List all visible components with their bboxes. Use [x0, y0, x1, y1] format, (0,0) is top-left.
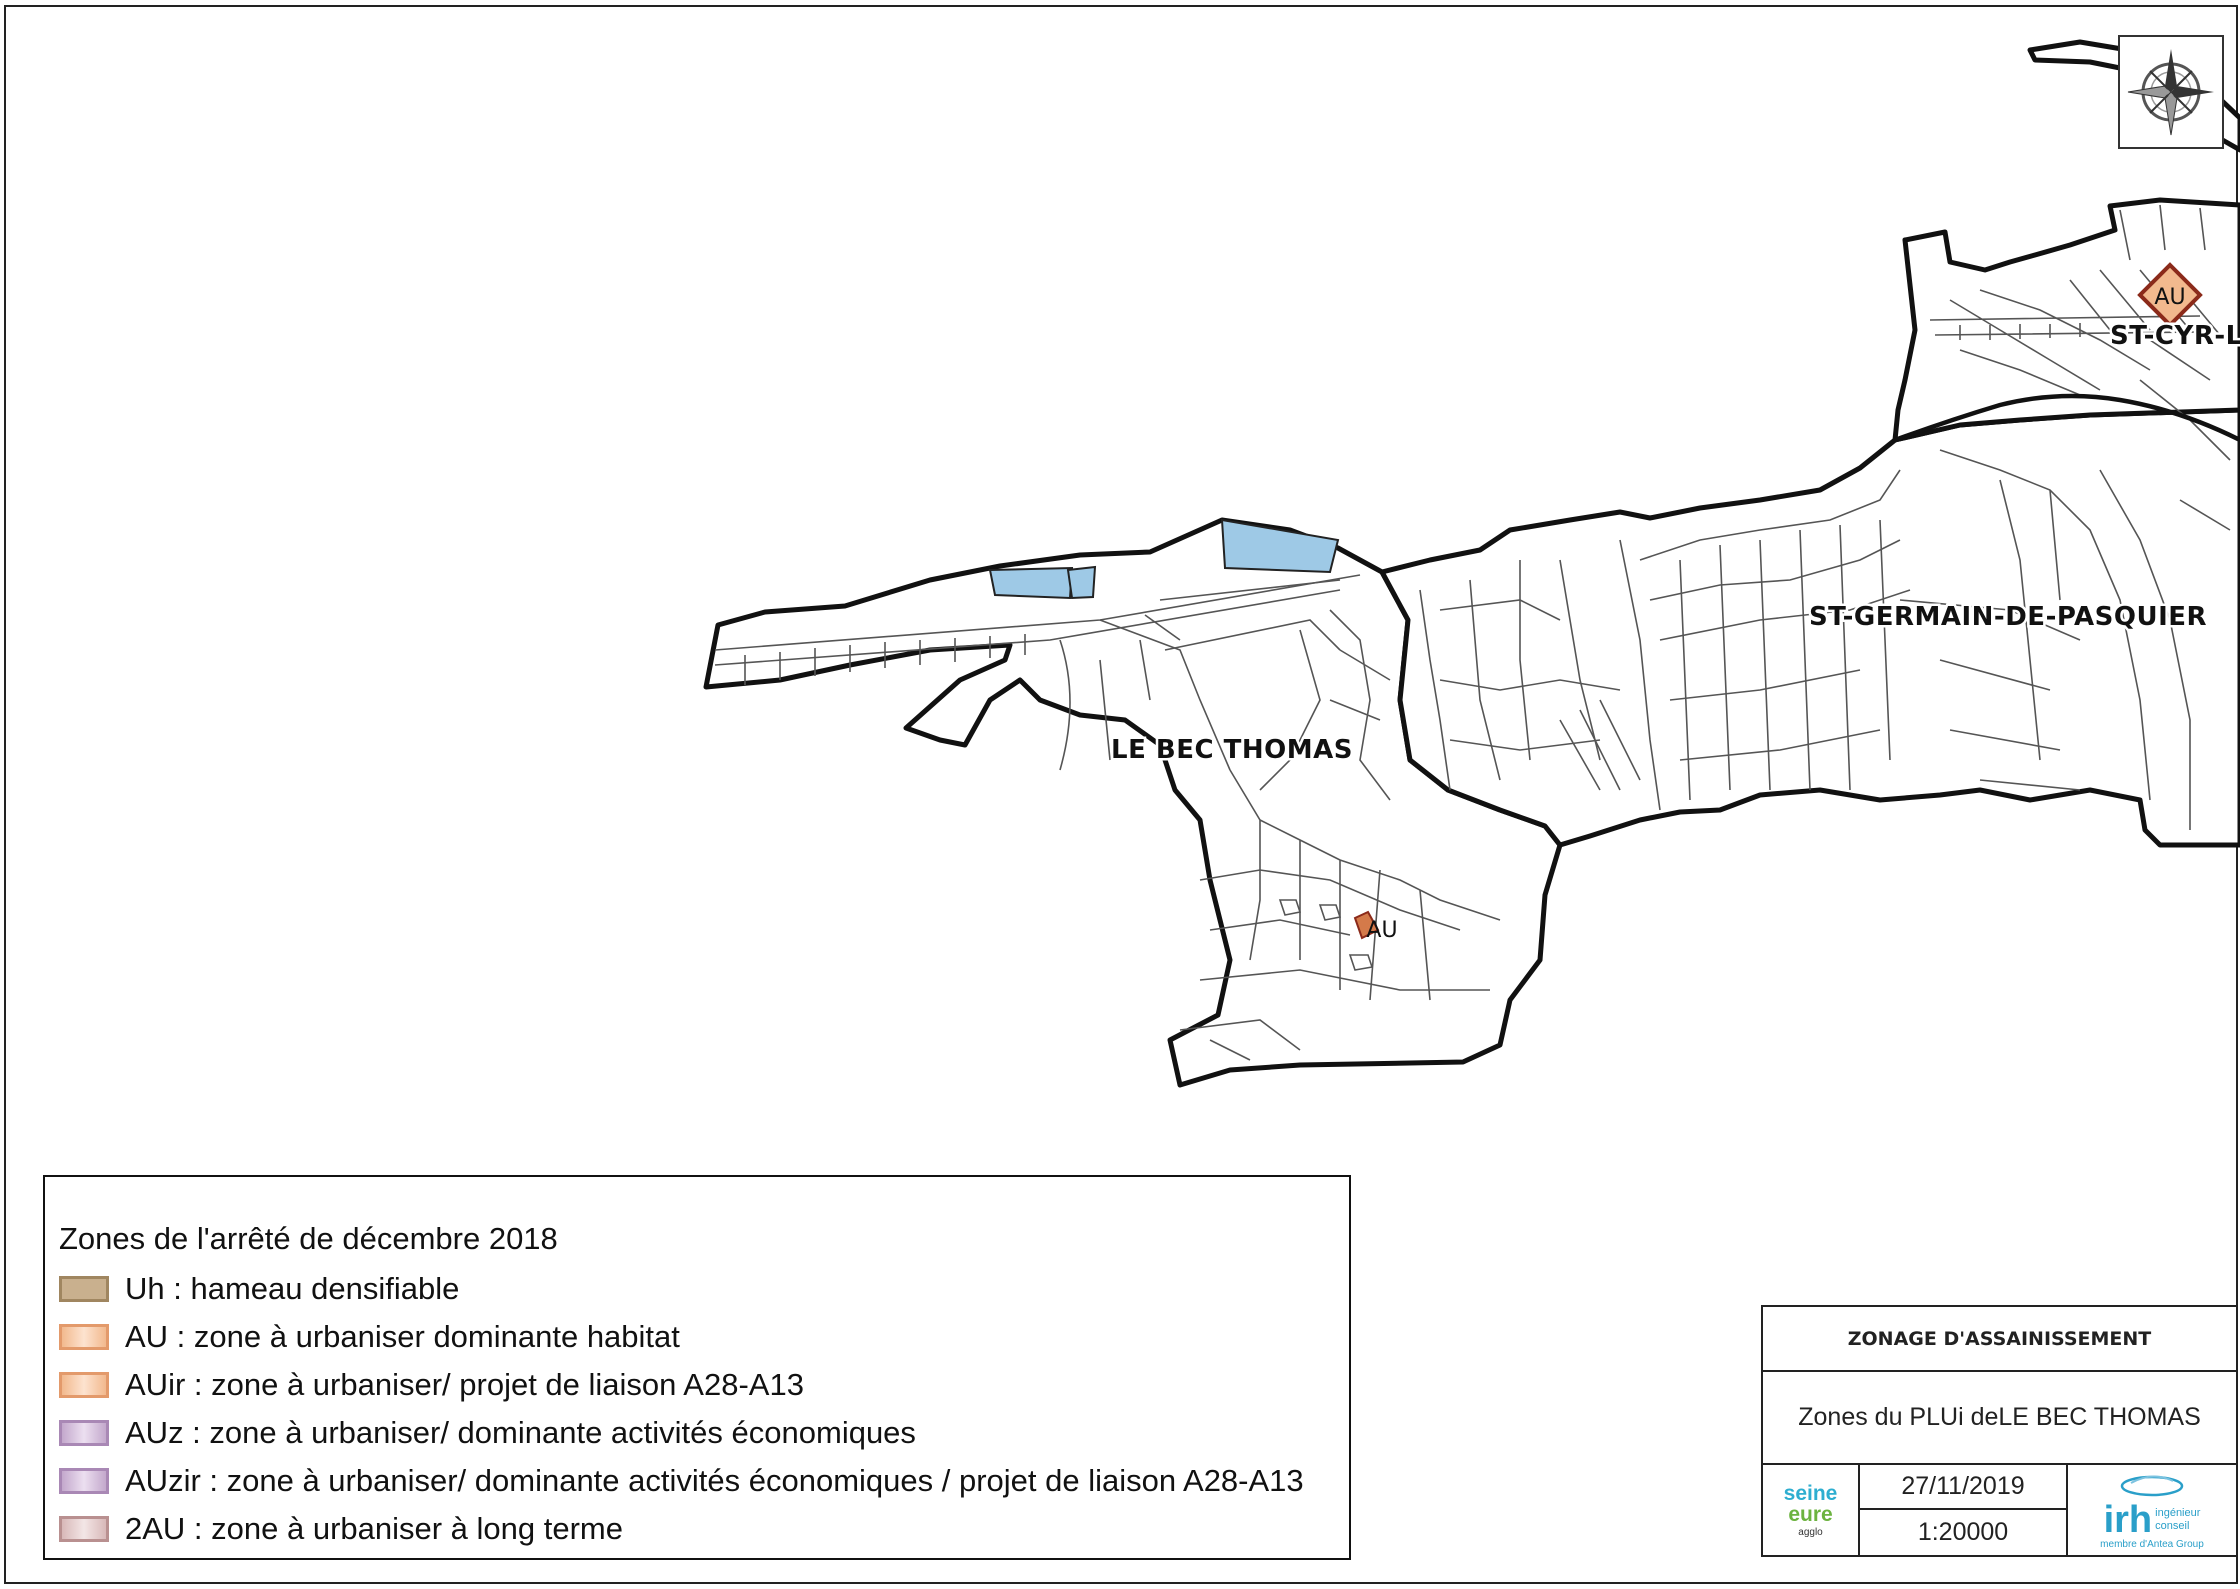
map-date: 27/11/2019 — [1858, 1465, 2068, 1510]
legend-swatch-uh — [59, 1276, 109, 1302]
zone-tag-au-north: AU — [2154, 285, 2185, 310]
irh-logo: irh ingénieur conseil membre d'Antea Gro… — [2068, 1465, 2236, 1555]
water-body-east — [1220, 518, 1340, 574]
legend-item-au: AU : zone à urbaniser dominante habitat — [59, 1317, 680, 1357]
zone-marker-au-north[interactable]: AU — [2137, 262, 2203, 328]
place-label-st-germain: ST-GERMAIN-DE-PASQUIER — [1809, 602, 2207, 632]
parcel-lines — [714, 204, 2231, 1061]
legend-swatch-2au — [59, 1516, 109, 1542]
legend-swatch-auzir — [59, 1468, 109, 1494]
legend-item-auzir: AUzir : zone à urbaniser/ dominante acti… — [59, 1461, 1304, 1501]
commune-st-germain — [1379, 407, 2240, 848]
legend-item-auir: AUir : zone à urbaniser/ projet de liais… — [59, 1365, 804, 1405]
water-body-west-small — [1066, 565, 1097, 600]
legend-item-uh: Uh : hameau densifiable — [59, 1269, 459, 1309]
map-scale: 1:20000 — [1858, 1510, 2068, 1555]
legend-item-2au: 2AU : zone à urbaniser à long terme — [59, 1509, 623, 1549]
map-legend: Zones de l'arrêté de décembre 2018 Uh : … — [43, 1175, 1351, 1560]
legend-swatch-auz — [59, 1420, 109, 1446]
legend-item-auz: AUz : zone à urbaniser/ dominante activi… — [59, 1413, 916, 1453]
seine-eure-logo: seine eure agglo — [1783, 1481, 1838, 1538]
place-label-st-cyr: ST-CYR-L — [2110, 321, 2240, 351]
commune-boundaries — [703, 39, 2240, 1088]
water-bodies — [988, 518, 1340, 600]
legend-title: Zones de l'arrêté de décembre 2018 — [59, 1221, 558, 1256]
irh-swirl-icon — [2120, 1475, 2184, 1496]
title-block: ZONAGE D'ASSAINISSEMENT Zones du PLUi de… — [1761, 1305, 2238, 1557]
commune-st-cyr — [1892, 197, 2240, 443]
section-boundary-line — [1894, 393, 2240, 443]
zone-tag-au-south: AU — [1366, 918, 1397, 943]
north-arrow — [2118, 35, 2224, 149]
legend-swatch-auir — [59, 1372, 109, 1398]
compass-rose-icon — [2127, 49, 2214, 136]
legend-swatch-au — [59, 1324, 109, 1350]
zone-marker-au-south[interactable]: AU — [1353, 910, 1398, 943]
place-label-le-bec-thomas: LE BEC THOMAS — [1111, 735, 1353, 765]
map-subtitle: Zones du PLUi deLE BEC THOMAS — [1763, 1372, 2236, 1465]
water-body-west — [988, 566, 1074, 600]
map-heading: ZONAGE D'ASSAINISSEMENT — [1763, 1307, 2236, 1372]
